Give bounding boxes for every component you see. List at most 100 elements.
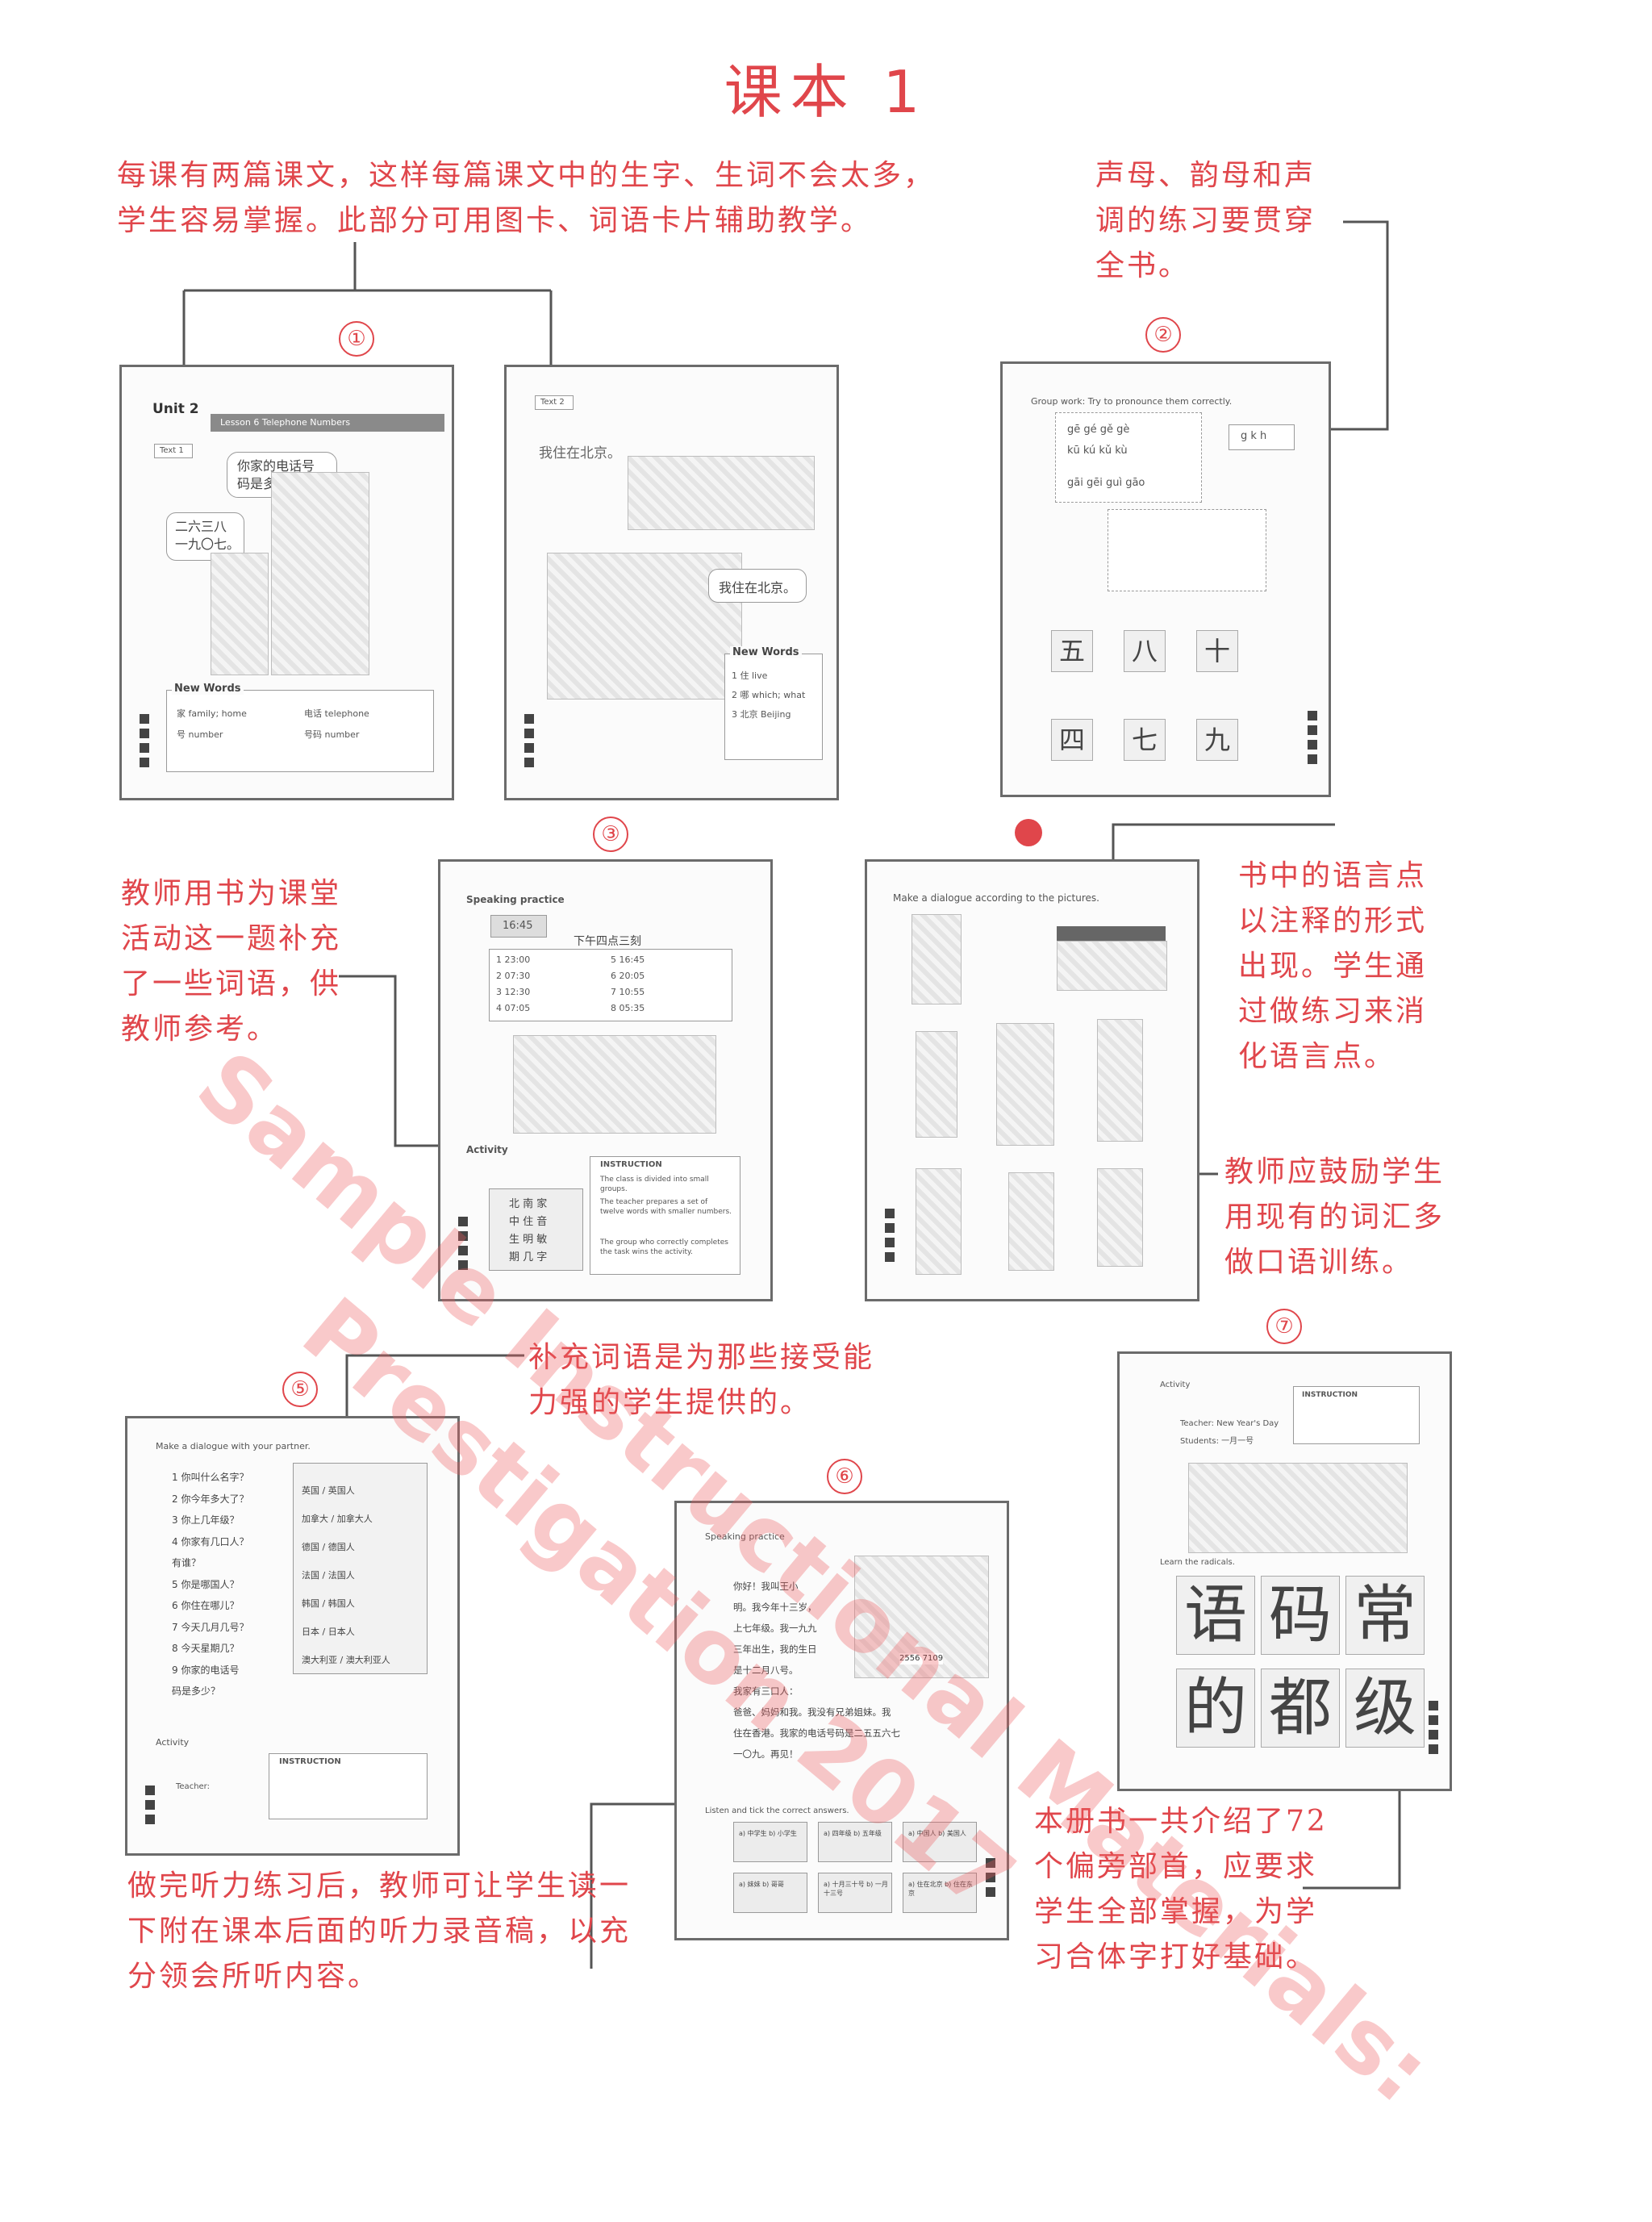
- passage-line: 是十二月八号。: [733, 1664, 799, 1676]
- marker-1: ①: [339, 321, 374, 357]
- page-title: 课本 1: [724, 58, 928, 126]
- illustration-person: [1008, 1172, 1054, 1271]
- illustration-person: [916, 1168, 962, 1275]
- lesson-title: Lesson 6 Telephone Numbers: [220, 417, 351, 428]
- char-row: 生 明 敏: [509, 1234, 548, 1246]
- char-grid: 北 南 家 中 住 音 生 明 敏 期 几 字: [489, 1188, 583, 1271]
- annotation-line: 化语言点。: [1238, 1040, 1396, 1073]
- annotation-4: 书中的语言点 以注释的形式 出现。学生通 过做练习来消 化语言点。: [1238, 854, 1427, 1080]
- note-box: [1057, 941, 1167, 991]
- text-tag: Text 2: [535, 395, 574, 410]
- annotation-1: 每课有两篇课文，这样每篇课文中的生字、生词不会太多， 学生容易掌握。此部分可用图…: [117, 153, 935, 244]
- phone-number: 2556 7109: [899, 1653, 944, 1664]
- question-item: 9 你家的电话号: [172, 1664, 240, 1676]
- page-tabs: [986, 1858, 995, 1902]
- page-tabs: [885, 1209, 895, 1267]
- clock-display: 16:45: [490, 915, 547, 938]
- question-item: 8 今天星期几？: [172, 1643, 240, 1654]
- word-entry: 澳大利亚 / 澳大利亚人: [302, 1655, 390, 1665]
- time-label: 下午四点三刻: [574, 935, 641, 948]
- time-cell: 4 07:05: [496, 1003, 531, 1013]
- time-cell: 5 16:45: [611, 954, 645, 965]
- passage-line: 爸爸、妈妈和我。我没有兄弟姐妹。我: [733, 1706, 891, 1718]
- annotation-line: 学生容易掌握。此部分可用图卡、词语卡片辅助教学。: [117, 204, 873, 237]
- annotation-2: 声母、韵母和声 调的练习要贯穿 全书。: [1095, 153, 1316, 289]
- time-cell: 6 20:05: [611, 971, 645, 981]
- annotation-line: 个偏旁部首，应要求: [1034, 1850, 1318, 1883]
- textbook-page-text2: Text 2 我住在北京。 我住在北京。 New Words 1 住 live …: [504, 365, 839, 800]
- question-item: 码是多少？: [172, 1685, 221, 1697]
- passage-line: 上七年级。我一九九: [733, 1623, 817, 1634]
- annotation-line: 出现。学生通: [1238, 950, 1428, 983]
- question-item: 2 你今年多大了？: [172, 1493, 249, 1505]
- clock-time: 16:45: [503, 920, 533, 932]
- textbook-page-pinyin: Group work: Try to pronounce them correc…: [1000, 361, 1331, 797]
- time-cell: 7 10:55: [611, 987, 645, 997]
- choice-box[interactable]: a) 中国人 b) 美国人: [903, 1822, 977, 1862]
- new-words-heading: New Words: [172, 683, 244, 695]
- choice-box[interactable]: a) 妹妹 b) 哥哥: [733, 1873, 807, 1913]
- question-item: 6 你住在哪儿？: [172, 1600, 240, 1611]
- students-line: Students: 一月一号: [1180, 1437, 1254, 1446]
- numeral-card: 五: [1051, 630, 1093, 672]
- bubble-line: 你家的电话号: [237, 458, 315, 474]
- time-cell: 2 07:30: [496, 971, 531, 981]
- word-entry: 法国 / 法国人: [302, 1570, 355, 1581]
- radical-card: 的: [1176, 1669, 1255, 1748]
- page-tabs: [1308, 711, 1317, 769]
- annotation-line: 学生全部掌握，为学: [1034, 1895, 1318, 1928]
- passage-line: 明。我今年十三岁，: [733, 1602, 817, 1613]
- instruction-heading: INSTRUCTION: [1302, 1391, 1358, 1399]
- annotation-line: 下附在课本后面的听力录音稿，以充: [127, 1915, 632, 1948]
- red-dot-marker: [1015, 819, 1042, 846]
- annotation-line: 教师参考。: [121, 1013, 279, 1046]
- annotation-line: 声母、韵母和声: [1095, 159, 1316, 192]
- instruction-heading: INSTRUCTION: [600, 1160, 662, 1169]
- annotation-line: 力强的学生提供的。: [528, 1386, 812, 1419]
- choice-box[interactable]: a) 十月三十号 b) 一月十三号: [818, 1873, 892, 1913]
- choice-text: a) 妹妹 b) 哥哥: [739, 1881, 784, 1888]
- annotation-line: 补充词语是为那些接受能: [528, 1341, 875, 1374]
- word-entry: 号 number: [177, 729, 223, 740]
- illustration-person: [916, 1031, 957, 1138]
- illustration-sunflowers: [513, 1035, 716, 1134]
- illustration-child: [211, 553, 269, 675]
- exercise-title: Speaking practice: [466, 894, 565, 905]
- page-tabs: [145, 1786, 155, 1829]
- exercise-title: Make a dialogue according to the picture…: [893, 892, 1099, 904]
- time-cell: 1 23:00: [496, 954, 531, 965]
- exercise-title: Make a dialogue with your partner.: [156, 1441, 311, 1451]
- annotation-line: 教师用书为课堂: [121, 877, 342, 910]
- textbook-page-radicals: Activity Teacher: New Year's Day Student…: [1117, 1351, 1452, 1791]
- radical-card: 都: [1261, 1669, 1340, 1748]
- char-row: 期 几 字: [509, 1251, 548, 1263]
- textbook-page-speaking: Speaking practice 16:45 下午四点三刻 1 23:00 2…: [438, 859, 773, 1301]
- textbook-page-passage: Speaking practice 你好！我叫王小 明。我今年十三岁， 上七年级…: [674, 1501, 1009, 1940]
- radical-card: 语: [1176, 1576, 1255, 1655]
- textbook-page-text1: Unit 2 Lesson 6 Telephone Numbers Text 1…: [119, 365, 454, 800]
- annotation-line: 书中的语言点: [1238, 859, 1428, 892]
- word-entry: 英国 / 英国人: [302, 1485, 355, 1496]
- text-tag-label: Text 2: [540, 398, 565, 407]
- annotation-8: 本册书一共介绍了72 个偏旁部首，应要求 学生全部掌握，为学 习合体字打好基础。: [1034, 1799, 1328, 1980]
- annotation-line: 了一些词语，供: [121, 967, 342, 1000]
- illustration-phone-booth: 2556 7109: [854, 1556, 989, 1678]
- instruction-line: The teacher prepares a set of twelve wor…: [600, 1198, 732, 1216]
- radical-card: 级: [1345, 1669, 1425, 1748]
- instruction-heading: INSTRUCTION: [279, 1757, 341, 1766]
- question-item: 4 你家有几口人？: [172, 1535, 249, 1547]
- illustration-person: [1097, 1019, 1143, 1142]
- marker-5: ⑤: [282, 1372, 318, 1407]
- instruction-line: The class is divided into small groups.: [600, 1176, 709, 1193]
- choice-box[interactable]: a) 中学生 b) 小学生: [733, 1822, 807, 1862]
- choice-box[interactable]: a) 四年级 b) 五年级: [818, 1822, 892, 1862]
- choice-text: a) 住在北京 b) 住在东京: [908, 1881, 973, 1897]
- activity-label: Activity: [466, 1144, 508, 1155]
- passage-text: 你好！我叫王小 明。我今年十三岁， 上七年级。我一九九 三年出生，我的生日 是十…: [733, 1576, 878, 1681]
- initials-letters: g k h: [1241, 430, 1267, 442]
- question-item: 有谁？: [172, 1557, 202, 1568]
- numeral-card: 八: [1124, 630, 1166, 672]
- illustration-person: [912, 914, 962, 1004]
- choice-box[interactable]: a) 住在北京 b) 住在东京: [903, 1873, 977, 1913]
- question-item: 3 你上几年级？: [172, 1514, 240, 1526]
